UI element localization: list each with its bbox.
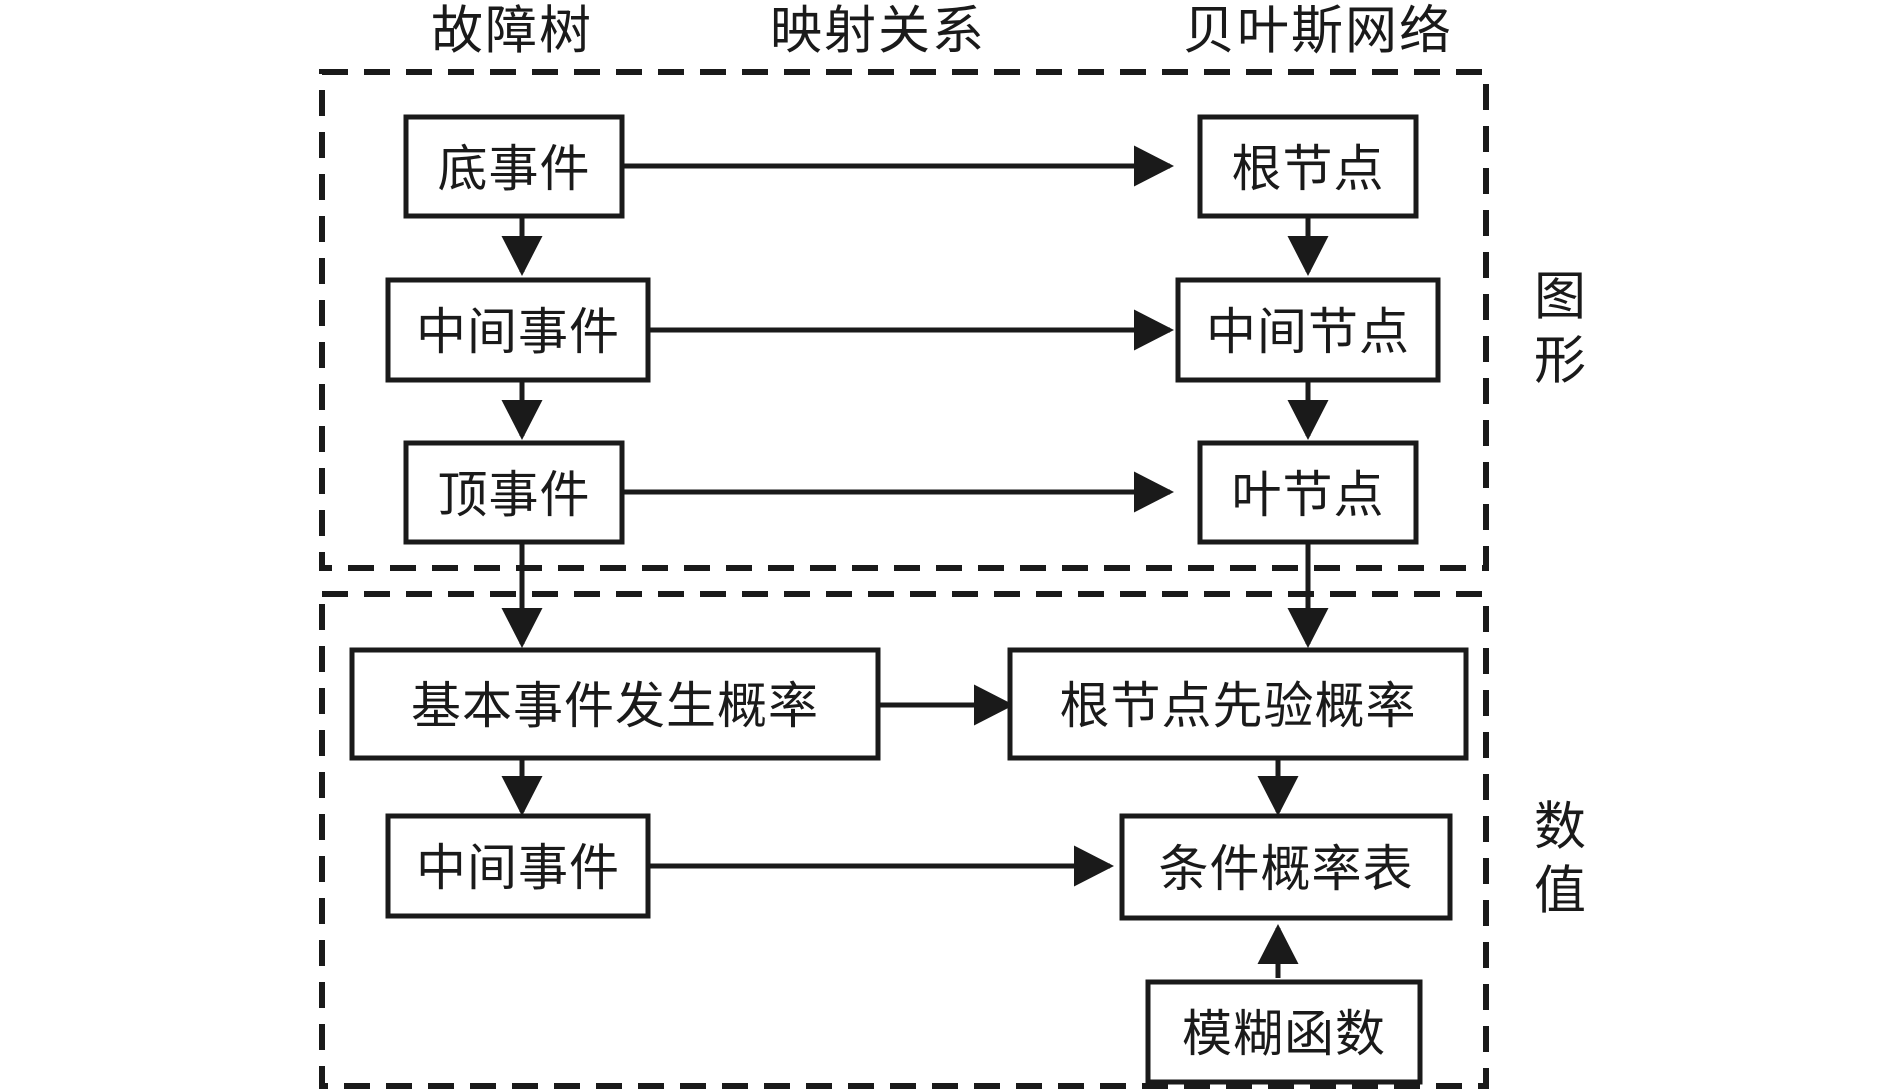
node-bottom-event-box [403,114,625,219]
node-fuzzy-function[interactable]: 模糊函数 [1145,979,1423,1085]
side-label-graphical-line2: 形 [1534,334,1586,391]
node-intermediate-node-box [1175,277,1441,383]
section-graphical-border [319,69,1489,571]
node-basic-event-probability-label: 基本事件发生概率 [411,678,819,734]
node-root-node-label: 根节点 [1232,141,1385,197]
node-root-node[interactable]: 根节点 [1197,114,1419,219]
node-basic-event-probability-box [349,647,881,761]
node-top-event[interactable]: 顶事件 [403,440,625,545]
node-intermediate-event-ft-label: 中间事件 [416,304,620,360]
node-intermediate-node-label: 中间节点 [1206,304,1410,360]
node-conditional-probability-table-label: 条件概率表 [1159,841,1414,897]
header-bayesian-network: 贝叶斯网络 [1183,4,1453,61]
side-label-numerical-line2: 值 [1534,864,1586,921]
node-intermediate-event-ft-box [385,277,651,383]
section-numerical-border [319,591,1489,1089]
node-leaf-node[interactable]: 叶节点 [1197,440,1419,545]
node-root-prior-probability[interactable]: 根节点先验概率 [1007,647,1469,761]
node-top-event-label: 顶事件 [438,467,591,523]
node-leaf-node-box [1197,440,1419,545]
side-label-graphical-line1: 图 [1534,270,1586,327]
node-fuzzy-function-box [1145,979,1423,1085]
node-intermediate-event-num[interactable]: 中间事件 [385,813,651,919]
node-intermediate-event-ft[interactable]: 中间事件 [385,277,651,383]
header-fault-tree: 故障树 [431,4,593,61]
node-bottom-event[interactable]: 底事件 [403,114,625,219]
node-fuzzy-function-label: 模糊函数 [1182,1006,1386,1062]
node-conditional-probability-table[interactable]: 条件概率表 [1119,813,1453,921]
node-intermediate-node[interactable]: 中间节点 [1175,277,1441,383]
node-leaf-node-label: 叶节点 [1232,467,1385,523]
node-bottom-event-label: 底事件 [438,141,591,197]
node-root-prior-probability-box [1007,647,1469,761]
node-top-event-box [403,440,625,545]
node-basic-event-probability[interactable]: 基本事件发生概率 [349,647,881,761]
node-intermediate-event-num-label: 中间事件 [416,840,620,896]
side-label-numerical-line1: 数 [1534,800,1586,857]
node-root-node-box [1197,114,1419,219]
header-mapping-relation: 映射关系 [770,4,986,61]
node-intermediate-event-num-box [385,813,651,919]
node-conditional-probability-table-box [1119,813,1453,921]
node-root-prior-probability-label: 根节点先验概率 [1060,678,1417,734]
